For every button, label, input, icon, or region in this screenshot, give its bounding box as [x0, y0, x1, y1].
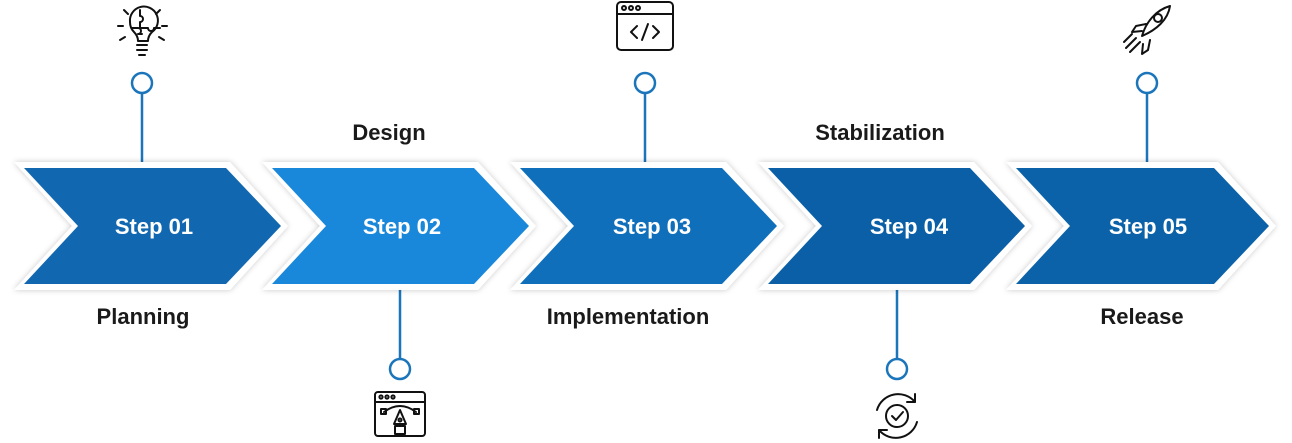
chevron-layer: Step 01 Step 02 Step 03 Step 04 Step 05	[14, 162, 1276, 290]
step-02-label: Step 02	[363, 214, 441, 239]
step-03-chevron: Step 03	[510, 162, 784, 290]
connector-layer	[130, 71, 1159, 381]
phase-label-planning: Planning	[97, 304, 190, 329]
code-window-icon	[616, 1, 674, 51]
step-03-fill	[520, 168, 777, 284]
phase-label-stabilization: Stabilization	[815, 120, 945, 145]
step-04-connector-marker	[885, 357, 909, 381]
step-01-chevron: Step 01	[14, 162, 288, 290]
step-01-connector-marker	[130, 71, 154, 95]
step-01-fill	[24, 168, 281, 284]
step-05-connector-marker	[1135, 71, 1159, 95]
step-04-fill	[768, 168, 1025, 284]
step-05-label: Step 05	[1109, 214, 1187, 239]
step-02-chevron: Step 02	[262, 162, 536, 290]
step-02-connector-marker	[388, 357, 412, 381]
step-05-chevron: Step 05	[1006, 162, 1276, 290]
step-03-connector-marker	[633, 71, 657, 95]
icon-layer	[117, 1, 1171, 439]
step-04-chevron: Step 04	[758, 162, 1032, 290]
step-02-fill	[272, 168, 529, 284]
step-04-label: Step 04	[870, 214, 949, 239]
lightbulb-puzzle-icon	[117, 5, 168, 56]
step-05-fill	[1016, 168, 1269, 284]
step-01-label: Step 01	[115, 214, 193, 239]
phase-label-implementation: Implementation	[547, 304, 710, 329]
phase-label-release: Release	[1100, 304, 1183, 329]
phase-labels: Planning Design Implementation Stabiliza…	[97, 120, 1184, 329]
phase-label-design: Design	[352, 120, 425, 145]
rocket-icon	[1123, 5, 1171, 55]
step-03-label: Step 03	[613, 214, 691, 239]
design-tools-icon	[374, 391, 426, 437]
refresh-check-icon	[876, 393, 918, 439]
